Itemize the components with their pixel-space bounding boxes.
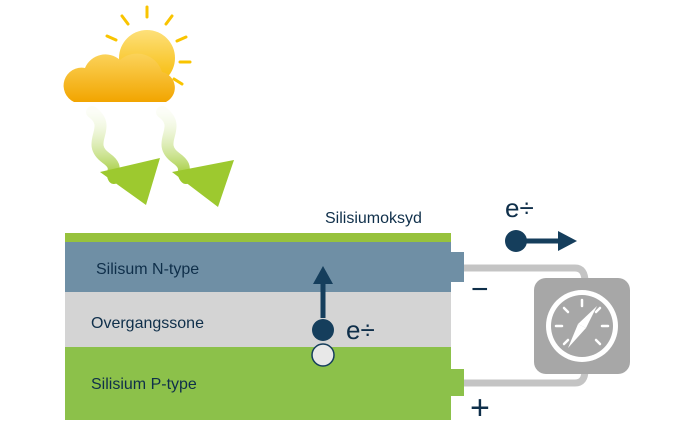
electron-label-mid: e÷ xyxy=(346,315,375,345)
electron-icon xyxy=(312,319,334,341)
light-ray-right-arrowhead xyxy=(172,160,234,207)
oxide-label: Silisiumoksyd xyxy=(325,210,422,227)
plus-sign: + xyxy=(470,389,490,427)
electron-icon xyxy=(505,230,527,252)
cloud-shape xyxy=(63,53,175,102)
electron-label-top: e÷ xyxy=(505,193,534,223)
gauge-needle xyxy=(578,306,597,328)
solar-cell-layers xyxy=(65,233,464,420)
junction-label: Overgangssone xyxy=(91,315,204,332)
minus-sign: − xyxy=(471,273,489,306)
light-ray-left-arrowhead xyxy=(100,158,160,205)
n-type-label: Silisum N-type xyxy=(96,261,199,278)
light-rays xyxy=(86,106,234,207)
gauge-meter-icon xyxy=(534,278,630,374)
p-type-label: Silisium P-type xyxy=(91,376,197,393)
n-type-layer xyxy=(65,242,464,292)
light-ray-right xyxy=(156,106,192,184)
p-type-layer xyxy=(65,347,464,420)
electron-rising xyxy=(312,266,334,341)
light-ray-left xyxy=(86,106,120,184)
arrow-right-icon xyxy=(558,231,577,251)
junction-layer xyxy=(65,292,451,347)
arrow-up-icon xyxy=(313,266,333,284)
sun-rays xyxy=(105,5,192,86)
electron-moving-right xyxy=(505,230,577,252)
oxide-layer xyxy=(65,233,451,242)
hole-icon xyxy=(311,343,335,367)
sun-behind-cloud-icon xyxy=(63,5,192,102)
